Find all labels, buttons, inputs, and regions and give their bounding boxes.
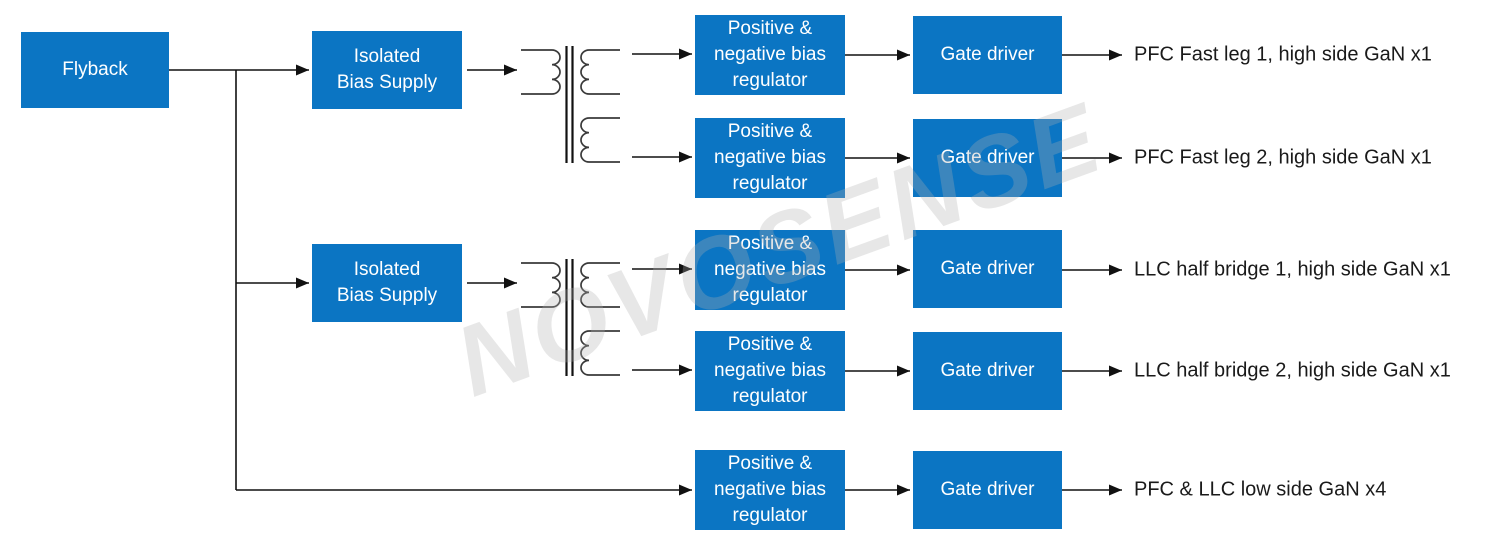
output-label-5: PFC & LLC low side GaN x4 [1134,478,1387,501]
block-flyback: Flyback [21,32,169,108]
transformer-1-icon [521,46,620,163]
transformer-1-primary-winding [521,49,561,95]
transformer-1-core [565,46,574,163]
block-label-line: negative bias [714,147,826,168]
transformer-2-primary-winding [521,262,561,308]
block-label-line: Bias Supply [336,72,438,93]
block-label-line: regulator [732,173,808,194]
block-bias-regulator-1: Positive & negative bias regulator [695,15,845,95]
block-bias-regulator-3: Positive & negative bias regulator [695,230,845,310]
block-bias-regulator-4: Positive & negative bias regulator [695,331,845,411]
block-label-line: regulator [732,386,808,407]
block-label-line: Positive & [727,453,813,474]
transformer-2-core [565,259,574,376]
block-label-line: Gate driver [940,479,1035,500]
block-label-line: Positive & [727,18,813,39]
block-gate-driver-4: Gate driver [913,332,1062,410]
block-label-line: Isolated [353,259,421,280]
block-bias-regulator-2: Positive & negative bias regulator [695,118,845,198]
block-bias-regulator-5: Positive & negative bias regulator [695,450,845,530]
block-label-line: Isolated [353,46,421,67]
block-label-line: Positive & [727,233,813,254]
block-label-line: negative bias [714,44,826,65]
transformer-2-icon [521,259,620,376]
block-gate-driver-2: Gate driver [913,119,1062,197]
block-label-line: Positive & [727,334,813,355]
block-label-line: negative bias [714,360,826,381]
output-label-4: LLC half bridge 2, high side GaN x1 [1134,359,1451,382]
block-flyback-label: Flyback [62,59,128,80]
block-label-line: regulator [732,285,808,306]
transformer-1-secondary-winding-bottom [580,117,620,163]
block-label-line: negative bias [714,259,826,280]
block-label-line: Gate driver [940,258,1035,279]
block-isolated-bias-supply-1: Isolated Bias Supply [312,31,462,109]
block-label-line: regulator [732,505,808,526]
transformer-1-secondary-winding-top [580,49,620,95]
output-label-2: PFC Fast leg 2, high side GaN x1 [1134,146,1432,169]
block-isolated-bias-supply-2: Isolated Bias Supply [312,244,462,322]
transformer-2-secondary-winding-top [580,262,620,308]
block-label-line: negative bias [714,479,826,500]
block-gate-driver-5: Gate driver [913,451,1062,529]
block-gate-driver-1: Gate driver [913,16,1062,94]
transformer-2-secondary-winding-bottom [580,330,620,376]
block-label-line: Gate driver [940,44,1035,65]
output-label-3: LLC half bridge 1, high side GaN x1 [1134,258,1451,281]
block-label-line: Positive & [727,121,813,142]
block-label-line: Bias Supply [336,285,438,306]
arrow-lines [169,48,1122,496]
output-label-1: PFC Fast leg 1, high side GaN x1 [1134,43,1432,66]
block-gate-driver-3: Gate driver [913,230,1062,308]
block-label-line: Gate driver [940,360,1035,381]
block-label-line: Gate driver [940,147,1035,168]
block-label-line: regulator [732,70,808,91]
